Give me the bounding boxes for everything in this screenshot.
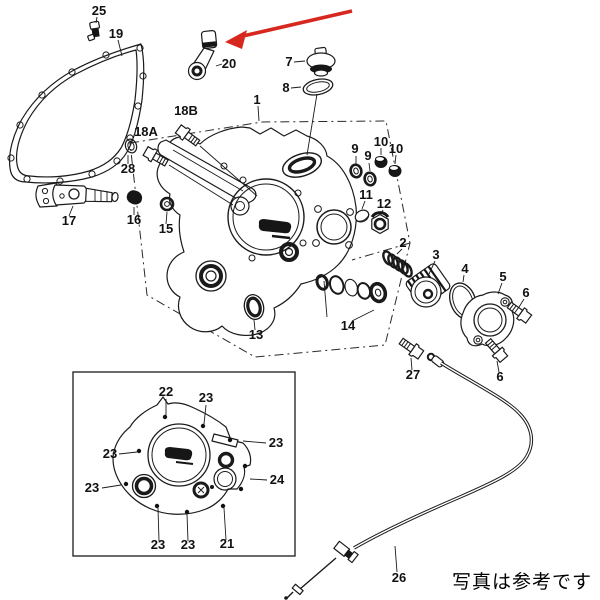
part-label-27-26: 27 xyxy=(406,367,420,382)
oil-seal-13 xyxy=(243,294,265,320)
oil-filter-3 xyxy=(405,263,451,308)
part-label-24-31: 24 xyxy=(270,472,285,487)
leader-lines xyxy=(68,16,525,573)
part-label-2-20: 2 xyxy=(399,235,406,250)
inset-cover-view xyxy=(112,396,252,515)
part-label-9-15: 9 xyxy=(364,148,371,163)
washer-9b xyxy=(363,171,377,187)
part-label-7-3: 7 xyxy=(285,54,292,69)
part-label-18A-7: 18A xyxy=(134,124,158,139)
part-label-28-8: 28 xyxy=(121,161,135,176)
part-label-1-5: 1 xyxy=(253,92,260,107)
part-label-9-14: 9 xyxy=(351,141,358,156)
part-label-18B-6: 18B xyxy=(174,103,198,118)
cover-logo xyxy=(258,219,292,240)
part-label-23-30: 23 xyxy=(269,435,283,450)
crankcase-cover-1 xyxy=(156,126,357,336)
filter-cover-5 xyxy=(460,291,515,347)
part-label-23-32: 23 xyxy=(103,446,117,461)
cap-10a xyxy=(374,156,388,168)
reference-note: 写真は参考です xyxy=(451,572,592,593)
oil-cap-7 xyxy=(306,46,336,77)
part-label-14-13: 14 xyxy=(341,318,356,333)
part-label-22-28: 22 xyxy=(159,384,173,399)
part-label-12-19: 12 xyxy=(377,196,391,211)
part-label-5-23: 5 xyxy=(499,269,506,284)
washer-15 xyxy=(159,196,175,212)
part-label-17-9: 17 xyxy=(62,213,76,228)
rubber-16 xyxy=(126,190,143,205)
part-label-20-2: 20 xyxy=(222,56,236,71)
plug-12 xyxy=(370,211,390,235)
bolt-27 xyxy=(396,335,426,361)
part-label-13-12: 13 xyxy=(249,327,263,342)
part-label-15-11: 15 xyxy=(159,221,173,236)
part-label-23-35: 23 xyxy=(181,537,195,552)
part-label-26-27: 26 xyxy=(392,570,406,585)
washer-28 xyxy=(124,138,138,154)
arm-17 xyxy=(35,182,119,208)
o-ring-8 xyxy=(302,78,334,96)
lever-20 xyxy=(187,30,218,81)
part-label-21-36: 21 xyxy=(220,536,234,551)
cap-10b xyxy=(388,165,402,177)
part-label-6-24: 6 xyxy=(522,285,529,300)
part-label-16-10: 16 xyxy=(127,212,141,227)
part-label-23-29: 23 xyxy=(199,390,213,405)
part-label-25-0: 25 xyxy=(92,3,106,18)
part-label-10-17: 10 xyxy=(389,141,403,156)
part-label-19-1: 19 xyxy=(109,26,123,41)
washer-9a xyxy=(349,163,363,179)
part-label-8-4: 8 xyxy=(282,80,289,95)
washer-set-14 xyxy=(315,274,388,304)
part-label-6-25: 6 xyxy=(496,369,503,384)
red-highlight-arrow xyxy=(225,9,353,49)
part-label-4-22: 4 xyxy=(461,261,469,276)
clutch-cable-26 xyxy=(284,352,534,600)
clip-bolt-25 xyxy=(87,20,101,42)
assembly-boundary xyxy=(129,120,411,358)
part-label-3-21: 3 xyxy=(432,247,439,262)
part-label-23-33: 23 xyxy=(85,480,99,495)
spring-2 xyxy=(382,250,413,278)
inset-cover-logo xyxy=(164,447,194,465)
inset-bolt-dots xyxy=(123,414,248,515)
inset-leader-lines xyxy=(101,399,268,542)
part-label-10-16: 10 xyxy=(374,134,388,149)
gasket-19 xyxy=(7,43,147,185)
part-label-11-18: 11 xyxy=(359,187,373,202)
inset-detail-box xyxy=(72,371,296,557)
gasket-bolt-holes xyxy=(7,44,147,185)
part-label-23-34: 23 xyxy=(151,537,165,552)
disc-11 xyxy=(354,209,370,223)
